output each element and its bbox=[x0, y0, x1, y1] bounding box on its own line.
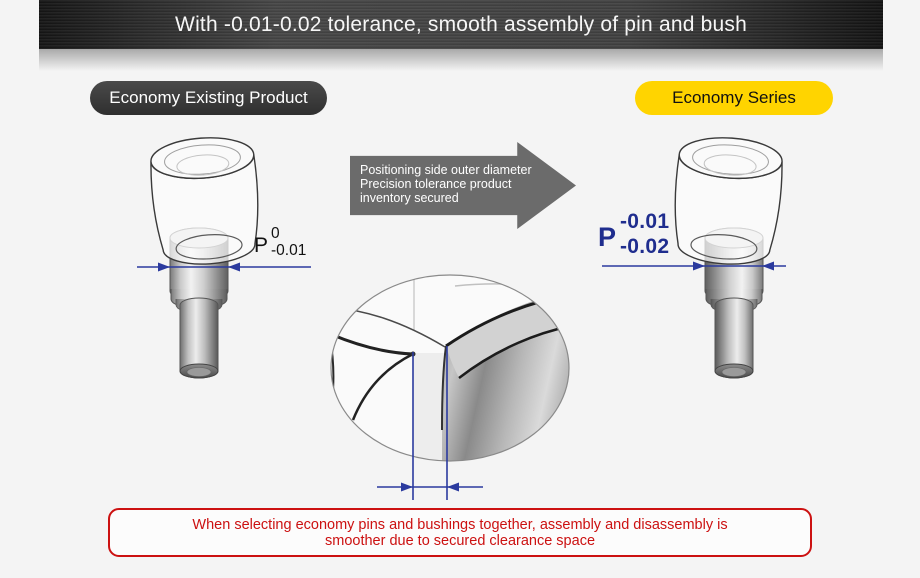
title-banner: With -0.01-0.02 tolerance, smooth assemb… bbox=[39, 0, 883, 49]
arrow-text-line-1: Positioning side outer diameter bbox=[360, 163, 532, 177]
badge-existing-product-label: Economy Existing Product bbox=[109, 88, 308, 107]
tolerance-upper: -0.01 bbox=[620, 210, 670, 233]
pin-bush-figure-left bbox=[147, 133, 264, 379]
arrow-text-line-3: inventory secured bbox=[360, 191, 459, 205]
tolerance-symbol: P bbox=[598, 222, 617, 252]
arrow-text-line-2: Precision tolerance product bbox=[360, 177, 512, 191]
tolerance-lower: -0.01 bbox=[271, 242, 307, 259]
tolerance-symbol: P bbox=[254, 234, 269, 257]
tolerance-label-economy: P -0.01 -0.02 bbox=[598, 209, 669, 259]
badge-economy-series: Economy Series bbox=[635, 81, 833, 115]
page-title: With -0.01-0.02 tolerance, smooth assemb… bbox=[175, 12, 747, 36]
tolerance-upper: 0 bbox=[271, 225, 280, 242]
arrow-text: Positioning side outer diameter Precisio… bbox=[360, 163, 532, 205]
banner-shadow bbox=[39, 49, 883, 71]
note-line-2: smoother due to secured clearance space bbox=[324, 532, 596, 549]
badge-existing-product: Economy Existing Product bbox=[90, 81, 327, 115]
tolerance-values: 0 -0.01 bbox=[271, 225, 306, 259]
note-line-1: When selecting economy pins and bushings… bbox=[192, 516, 728, 533]
tolerance-values: -0.01 -0.02 bbox=[620, 209, 669, 259]
transition-arrow: Positioning side outer diameter Precisio… bbox=[350, 142, 576, 229]
badge-economy-series-label: Economy Series bbox=[672, 88, 796, 107]
note-box: When selecting economy pins and bushings… bbox=[108, 508, 812, 557]
tolerance-label-existing: P 0 -0.01 bbox=[254, 225, 306, 259]
clearance-detail-circle bbox=[330, 274, 570, 462]
tolerance-lower: -0.02 bbox=[620, 235, 670, 258]
